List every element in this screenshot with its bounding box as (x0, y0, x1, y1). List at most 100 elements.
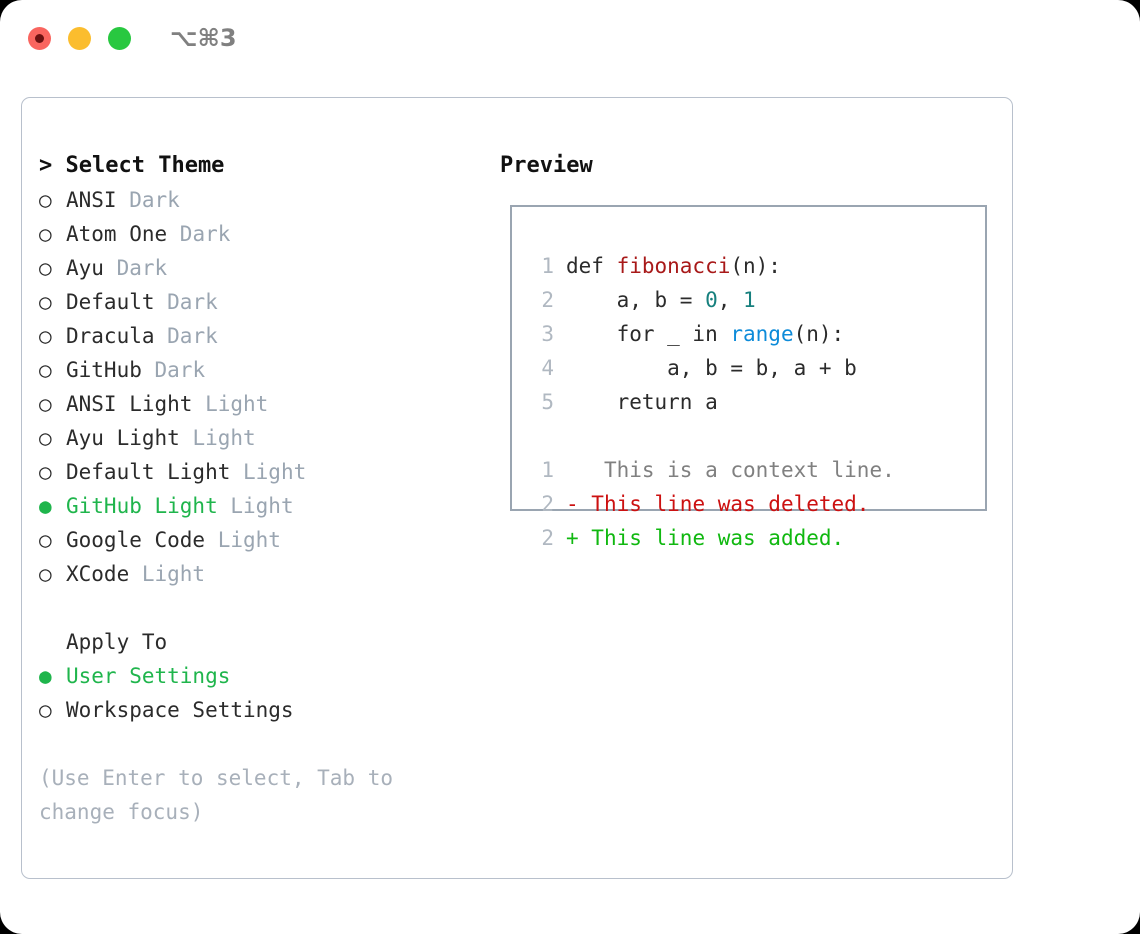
apply-to-option-label: User Settings (66, 664, 231, 688)
theme-item-github-light[interactable]: ● GitHub Light Light (39, 489, 469, 523)
code-token-builtin: range (730, 322, 794, 346)
theme-item-variant: Dark (167, 324, 218, 348)
radio-unselected-icon: ○ (39, 324, 52, 348)
list-spacer (39, 591, 469, 625)
radio-unselected-icon: ○ (39, 426, 52, 450)
code-token-plain: (n): (793, 322, 845, 346)
code-line-number: 1 (541, 458, 554, 482)
radio-unselected-icon: ○ (39, 528, 52, 552)
theme-item-ansi[interactable]: ○ ANSI Dark (39, 183, 469, 217)
code-line-number: 3 (541, 322, 554, 346)
code-token-plain: a, b = (566, 288, 706, 312)
diff-marker (566, 458, 579, 482)
preview-title: Preview (500, 153, 593, 178)
code-token-plain: (n): (730, 254, 781, 278)
apply-to-header: Apply To (66, 630, 168, 654)
code-token-plain: , (717, 288, 744, 312)
theme-item-label: Dracula (66, 324, 168, 348)
theme-list: ○ ANSI Dark ○ Atom One Dark ○ Ayu Dark ○ Defaul… (39, 183, 469, 591)
theme-item-ayu-light[interactable]: ○Ayu Light Light (39, 421, 469, 455)
code-line-number: 2 (541, 288, 554, 312)
code-token-plain: a, b = b, a + b (566, 356, 857, 380)
theme-item-variant: Light (243, 460, 307, 484)
code-token-plain: return a (566, 390, 718, 414)
diff-marker: - (566, 492, 579, 516)
code-line-number: 5 (541, 390, 554, 414)
theme-item-github[interactable]: ○ GitHub Dark (39, 353, 469, 387)
radio-unselected-icon: ○ (39, 562, 52, 586)
theme-item-variant: Light (192, 426, 256, 450)
code-blank-line (530, 419, 895, 453)
diff-line-del: 2- This line was deleted. (530, 487, 895, 521)
theme-item-ayu[interactable]: ○Ayu Dark (39, 251, 469, 285)
code-line-number: 2 (541, 526, 554, 550)
code-token-num: 0 (705, 288, 718, 312)
theme-item-label: XCode (66, 562, 142, 586)
theme-item-variant: Light (230, 494, 294, 518)
apply-to-option-user-settings[interactable]: ● User Settings (39, 659, 469, 693)
radio-unselected-icon: ○ (39, 256, 52, 280)
theme-item-variant: Light (141, 562, 206, 586)
code-token-func: fibonacci (616, 254, 731, 278)
theme-item-label: ANSI (66, 188, 130, 212)
code-token-plain: def (566, 254, 617, 278)
code-line: 4 a, b = b, a + b (530, 351, 895, 385)
maximize-button-icon[interactable] (108, 27, 131, 50)
diff-text: This is a context line. (578, 458, 895, 482)
theme-item-google-code[interactable]: ○ Google Code Light (39, 523, 469, 557)
radio-selected-icon: ● (39, 494, 52, 518)
theme-item-variant: Light (205, 392, 269, 416)
code-line-number: 2 (541, 492, 554, 516)
theme-item-dracula[interactable]: ○ Dracula Dark (39, 319, 469, 353)
minimize-button-icon[interactable] (68, 27, 91, 50)
main-panel: > Select Theme ○ANSI Dark○Atom One Dark○… (21, 97, 1013, 879)
theme-item-label: ANSI Light (66, 392, 206, 416)
theme-item-variant: Dark (179, 222, 231, 246)
code-line: 5 return a (530, 385, 895, 419)
apply-to-list: ● User Settings ○Workspace Settings (39, 659, 469, 727)
theme-item-label: GitHub (66, 358, 155, 382)
theme-item-label: Default Light (66, 460, 244, 484)
theme-item-label: GitHub Light (66, 494, 231, 518)
theme-item-xcode[interactable]: ○ XCode Light (39, 557, 469, 591)
theme-item-default-light[interactable]: ○ Default Light Light (39, 455, 469, 489)
theme-item-variant: Light (217, 528, 281, 552)
apply-to-option-workspace-settings[interactable]: ○Workspace Settings (39, 693, 469, 727)
radio-unselected-icon: ○ (39, 222, 52, 246)
apply-to-option-label: Workspace Settings (66, 698, 294, 722)
diff-line-ctx: 1 This is a context line. (530, 453, 895, 487)
theme-item-label: Default (66, 290, 168, 314)
diff-text: This line was deleted. (578, 492, 870, 516)
diff-marker: + (566, 526, 579, 550)
theme-item-variant: Dark (129, 188, 180, 212)
code-line: 3 for _ in range(n): (530, 317, 895, 351)
theme-item-atom-one[interactable]: ○ Atom One Dark (39, 217, 469, 251)
keyboard-hint-text: (Use Enter to select, Tab to change focu… (39, 766, 394, 824)
theme-item-variant: Dark (167, 290, 218, 314)
preview-section: Preview (500, 149, 1000, 183)
theme-picker-header: > Select Theme (39, 153, 225, 178)
theme-item-label: Ayu (66, 256, 117, 280)
close-button-icon[interactable] (28, 27, 51, 50)
theme-item-variant: Dark (154, 358, 206, 382)
theme-item-label: Google Code (66, 528, 218, 552)
theme-item-ansi-light[interactable]: ○ ANSI Light Light (39, 387, 469, 421)
code-line: 2 a, b = 0, 1 (530, 283, 895, 317)
radio-unselected-icon: ○ (39, 358, 52, 382)
radio-selected-icon: ● (39, 664, 52, 688)
radio-unselected-icon: ○ (39, 392, 52, 416)
radio-unselected-icon: ○ (39, 188, 52, 212)
title-bar: ⌥⌘3 (0, 0, 1140, 78)
theme-item-label: Atom One (66, 222, 180, 246)
theme-item-default[interactable]: ○ Default Dark (39, 285, 469, 319)
radio-unselected-icon: ○ (39, 460, 52, 484)
theme-picker: > Select Theme ○ANSI Dark○Atom One Dark○… (39, 149, 469, 727)
diff-line-add: 2+ This line was added. (530, 521, 895, 555)
radio-unselected-icon: ○ (39, 290, 52, 314)
code-token-plain: for _ in (566, 322, 731, 346)
close-button-inner-dot (35, 34, 44, 43)
code-token-num: 1 (743, 288, 756, 312)
